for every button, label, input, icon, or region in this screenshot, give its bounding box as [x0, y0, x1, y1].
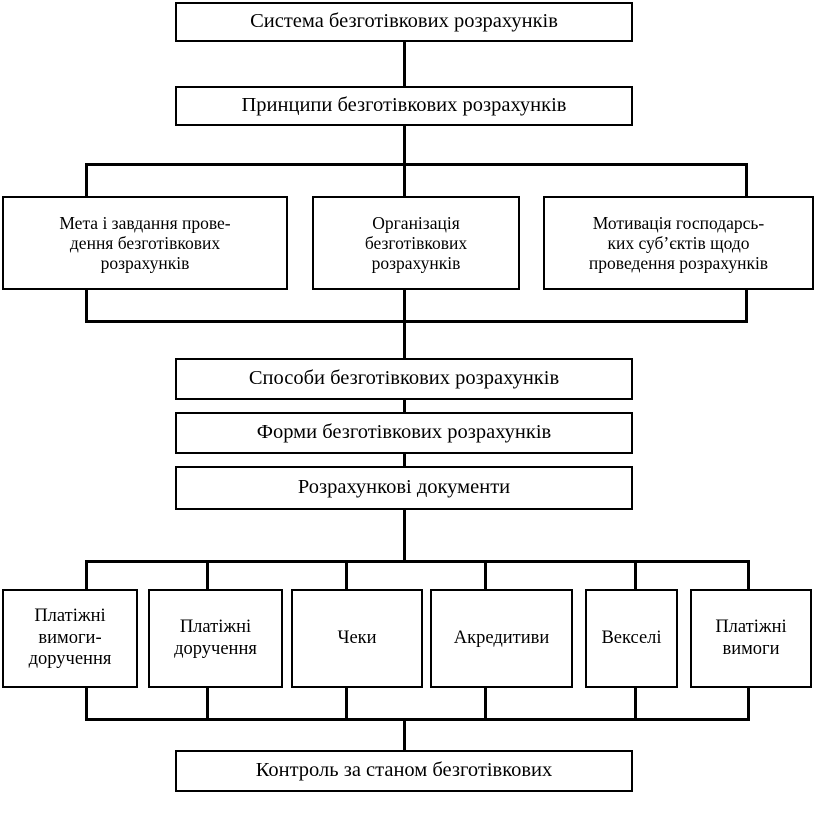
node-doc-4[interactable]: Акредитиви [430, 589, 573, 688]
node-root[interactable]: Система безготівкових розрахунків [175, 2, 633, 42]
node-branch-organization[interactable]: Організація безготівкових розрахунків [312, 196, 520, 290]
node-methods-label: Способи безготівкових розрахунків [248, 367, 560, 390]
node-branch-motivation-label: Мотивація господарсь- ких суб’єктів щодо… [588, 212, 769, 274]
node-forms[interactable]: Форми безготівкових розрахунків [175, 412, 633, 454]
node-root-label: Система безготівкових розрахунків [250, 10, 558, 33]
riser-branch-motivation [745, 290, 748, 323]
node-doc-5[interactable]: Векселі [585, 589, 678, 688]
riser-doc-4 [484, 688, 487, 721]
bus-branches-top [85, 163, 748, 166]
riser-doc-1 [85, 688, 88, 721]
node-control-label: Контроль за станом безготівкових [255, 759, 553, 782]
node-control[interactable]: Контроль за станом безготівкових [175, 750, 633, 792]
connector-forms-to-documents [403, 454, 406, 466]
node-doc-1[interactable]: Платіжні вимоги- доручення [2, 589, 138, 688]
connector-documents-down [403, 510, 406, 563]
node-doc-6-label: Платіжні вимоги [715, 617, 787, 659]
node-doc-5-label: Векселі [601, 627, 662, 648]
riser-branch-organization [403, 290, 406, 323]
riser-doc-6 [747, 688, 750, 721]
riser-doc-3 [345, 688, 348, 721]
node-documents-label: Розрахункові документи [297, 476, 511, 499]
node-branch-goal-label: Мета і завдання прове- дення безготівков… [59, 212, 231, 274]
node-branch-goal[interactable]: Мета і завдання прове- дення безготівков… [2, 196, 288, 290]
drop-branch-goal [85, 163, 88, 198]
node-doc-3-label: Чеки [337, 627, 377, 648]
drop-doc-4 [484, 560, 487, 592]
riser-branch-goal [85, 290, 88, 323]
node-doc-6[interactable]: Платіжні вимоги [690, 589, 812, 688]
node-doc-4-label: Акредитиви [453, 627, 550, 648]
drop-doc-6 [747, 560, 750, 592]
node-methods[interactable]: Способи безготівкових розрахунків [175, 358, 633, 400]
node-principles-label: Принципи безготівкових розрахунків [241, 94, 567, 117]
bus-branches-bottom [85, 320, 748, 323]
bus-documents-bottom [85, 718, 750, 721]
connector-documents-to-control [403, 718, 406, 752]
connector-principles-down [403, 126, 406, 166]
node-documents[interactable]: Розрахункові документи [175, 466, 633, 510]
node-branch-motivation[interactable]: Мотивація господарсь- ких суб’єктів щодо… [543, 196, 814, 290]
drop-branch-organization [403, 163, 406, 198]
drop-doc-1 [85, 560, 88, 592]
connector-branches-to-methods [403, 320, 406, 358]
bus-documents-top [85, 560, 750, 563]
connector-methods-to-forms [403, 400, 406, 412]
drop-branch-motivation [745, 163, 748, 198]
node-forms-label: Форми безготівкових розрахунків [256, 421, 552, 444]
riser-doc-2 [206, 688, 209, 721]
node-doc-3[interactable]: Чеки [291, 589, 423, 688]
node-doc-2-label: Платіжні доручення [174, 617, 257, 659]
node-principles[interactable]: Принципи безготівкових розрахунків [175, 86, 633, 126]
node-doc-1-label: Платіжні вимоги- доручення [28, 606, 112, 670]
drop-doc-5 [634, 560, 637, 592]
riser-doc-5 [634, 688, 637, 721]
drop-doc-3 [345, 560, 348, 592]
drop-doc-2 [206, 560, 209, 592]
node-doc-2[interactable]: Платіжні доручення [148, 589, 283, 688]
node-branch-organization-label: Організація безготівкових розрахунків [364, 212, 468, 274]
connector-root-to-principles [403, 42, 406, 86]
